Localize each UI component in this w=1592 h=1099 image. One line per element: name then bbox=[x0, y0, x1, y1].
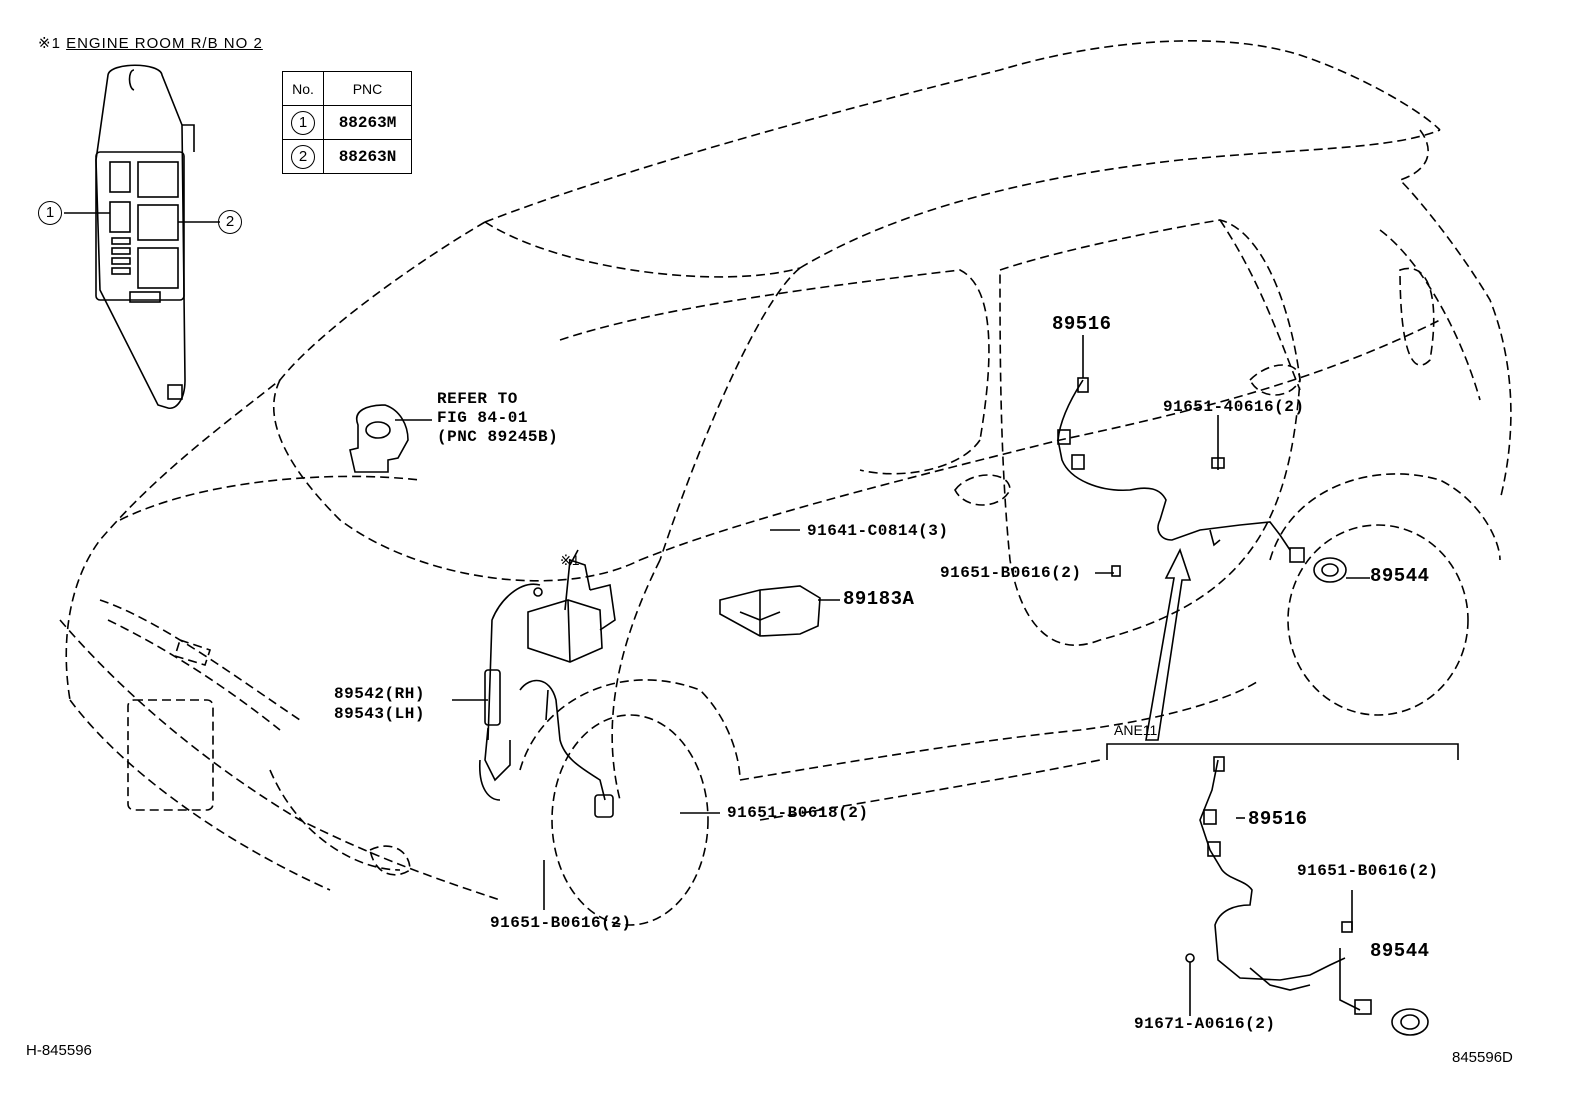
label-91651-b0618: 91651-B0618(2) bbox=[727, 804, 869, 822]
inset-title: ※1 ENGINE ROOM R/B NO 2 bbox=[38, 34, 263, 52]
vehicle-outline bbox=[59, 40, 1512, 926]
leader-lines bbox=[452, 335, 1245, 1016]
front-sensor-drawing bbox=[479, 669, 614, 818]
refer-note: REFER TO FIG 84-01 (PNC 89245B) bbox=[437, 390, 558, 447]
relay-callout-1-number: 1 bbox=[38, 201, 62, 225]
label-89544: 89544 bbox=[1370, 565, 1430, 587]
label-91651-b0616-front: 91651-B0616(2) bbox=[490, 914, 632, 932]
variant-label-91671-a0616: 91671-A0616(2) bbox=[1134, 1015, 1276, 1033]
variant-label-89516: 89516 bbox=[1248, 808, 1308, 830]
refer-note-line2: FIG 84-01 bbox=[437, 409, 528, 427]
pnc-row-no: 1 bbox=[282, 105, 324, 140]
pnc-row-1-pnc: 88263M bbox=[323, 105, 412, 140]
label-91641-c0814: 91641-C0814(3) bbox=[807, 522, 949, 540]
refer-note-line1: REFER TO bbox=[437, 390, 518, 408]
marker-star1: ※1 bbox=[560, 552, 580, 568]
label-89542: 89542(RH) bbox=[334, 685, 425, 703]
footer-right-code: 845596D bbox=[1452, 1049, 1513, 1066]
actuator-drawing bbox=[487, 549, 616, 741]
footer-left-code: H-845596 bbox=[26, 1042, 92, 1059]
pnc-table-header: No. PNC bbox=[282, 71, 412, 106]
label-89516: 89516 bbox=[1052, 313, 1112, 335]
relay-callout-1: 1 bbox=[38, 201, 62, 225]
label-89183a: 89183A bbox=[843, 588, 915, 610]
pnc-row-2-no: 2 bbox=[291, 144, 315, 169]
relay-callout-2-number: 2 bbox=[218, 210, 242, 234]
label-89543: 89543(LH) bbox=[334, 705, 425, 723]
steering-sensor-drawing bbox=[349, 404, 432, 473]
inset-title-mark: ※1 bbox=[38, 35, 61, 52]
label-89542-89543: 89542(RH) 89543(LH) bbox=[334, 684, 425, 724]
pnc-row-1-no: 1 bbox=[291, 110, 315, 135]
refer-note-line3: (PNC 89245B) bbox=[437, 428, 559, 446]
pnc-row-2-pnc: 88263N bbox=[323, 139, 412, 174]
table-row: 1 88263M bbox=[282, 105, 412, 140]
relay-callout-2: 2 bbox=[218, 210, 242, 234]
variant-label-89544: 89544 bbox=[1370, 940, 1430, 962]
pnc-header-pnc: PNC bbox=[323, 71, 412, 106]
table-row: 2 88263N bbox=[282, 139, 412, 174]
pnc-row-no: 2 bbox=[282, 139, 324, 174]
rear-sensor-drawing bbox=[1057, 377, 1370, 741]
pnc-header-no: No. bbox=[282, 71, 324, 106]
variant-label-91651-b0616: 91651-B0616(2) bbox=[1297, 862, 1439, 880]
variant-drawing bbox=[1106, 743, 1459, 1036]
variant-name: ANE11 bbox=[1114, 722, 1158, 738]
pnc-table: No. PNC 1 88263M 2 88263N bbox=[282, 71, 412, 174]
inset-title-text: ENGINE ROOM R/B NO 2 bbox=[66, 35, 263, 52]
center-sensor-drawing bbox=[719, 585, 840, 637]
label-91651-b0616-rear: 91651-B0616(2) bbox=[940, 564, 1082, 582]
label-91651-40616: 91651-40616(2) bbox=[1163, 398, 1305, 416]
relay-block-drawing bbox=[64, 64, 220, 409]
